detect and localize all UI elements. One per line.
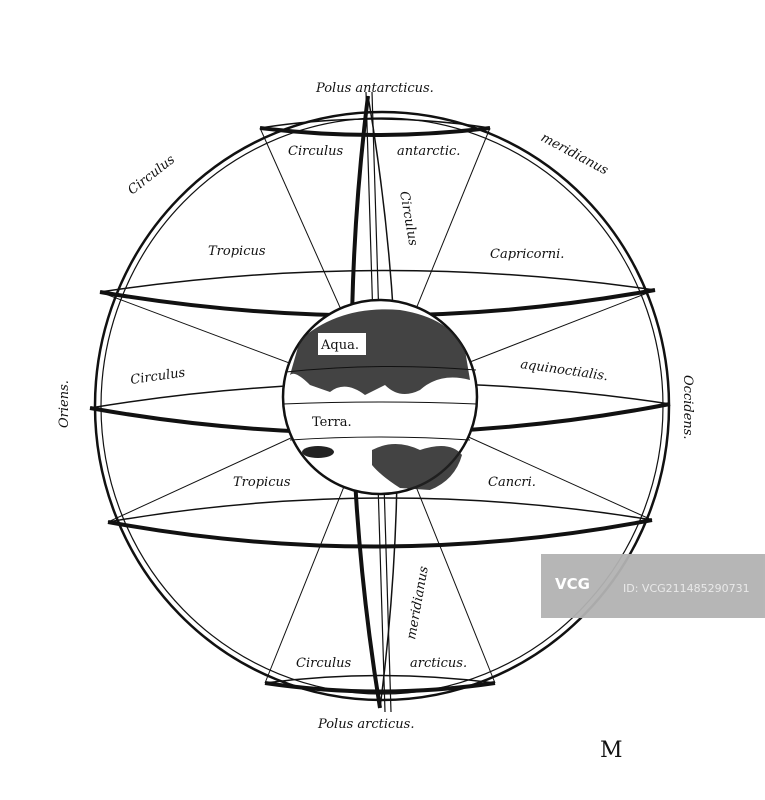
label-terra: Terra. (312, 415, 352, 430)
label-cancri: Cancri. (488, 475, 536, 490)
globe-land-hatching (290, 309, 470, 490)
label-tropicus-bottom: Tropicus (233, 475, 291, 490)
watermark: VCG ID: VCG211485290731 (541, 554, 765, 618)
label-polus-antarcticus: Polus antarcticus. (315, 81, 434, 96)
label-aequinoctialis: aquinoctialis. (519, 357, 609, 384)
label-circulus-equator: Circulus (129, 365, 186, 388)
label-meridianus-bottom: meridianus (404, 565, 432, 641)
label-meridianus-top: meridianus (538, 130, 611, 178)
label-aqua: Aqua. (320, 338, 359, 353)
watermark-id: ID: VCG211485290731 (623, 582, 750, 595)
label-circulus-bottom: Circulus (296, 656, 352, 671)
label-circulus-outer: Circulus (125, 152, 178, 198)
label-capricorni: Capricorni. (490, 247, 564, 262)
label-antarctic: antarctic. (397, 144, 460, 159)
label-polus-arcticus: Polus arcticus. (317, 717, 414, 732)
circulus-arcticus-band (264, 674, 496, 694)
watermark-logo: VCG (555, 575, 590, 593)
label-circulus-top: Circulus (288, 144, 344, 159)
label-circulus-meridian: Circulus (396, 190, 420, 247)
label-tropicus-top: Tropicus (208, 244, 266, 259)
label-arcticus: arcticus. (410, 656, 467, 671)
label-oriens: Oriens. (57, 380, 72, 428)
label-occidens: Occidens. (680, 375, 695, 440)
plate-letter: M (600, 738, 623, 763)
